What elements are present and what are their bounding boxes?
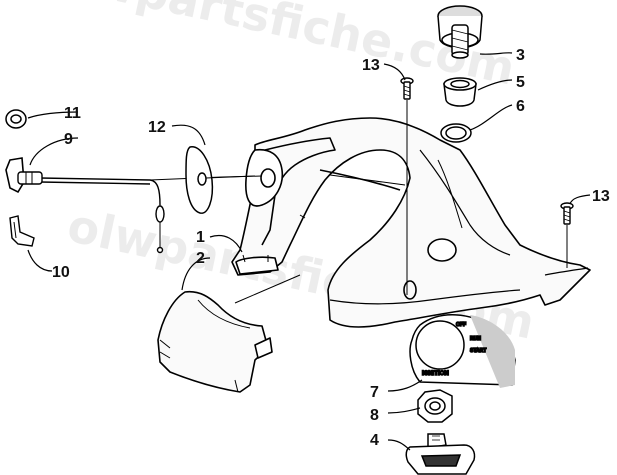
cable-clip [9, 215, 35, 247]
ignition-switch [437, 5, 483, 59]
callout-11: 11 [64, 105, 81, 122]
choke-cable [5, 157, 263, 254]
ignition-start-label: START [470, 348, 486, 354]
callout-8: 8 [370, 407, 379, 424]
mounting-nut [443, 77, 477, 107]
callout-curves [27, 52, 591, 451]
bezel [185, 146, 214, 214]
callout-9: 9 [64, 131, 73, 148]
ignition-key [405, 433, 476, 475]
callout-7: 7 [370, 384, 379, 401]
ignition-off-label: OFF [456, 322, 466, 328]
callout-4: 4 [370, 432, 379, 449]
screw-right [560, 202, 574, 225]
ignition-nut [417, 389, 453, 423]
leader-line [234, 274, 301, 304]
callout-12: 12 [148, 119, 166, 136]
callout-1: 1 [196, 229, 205, 246]
callout-13-right: 13 [592, 188, 610, 205]
callout-2: 2 [196, 250, 205, 267]
callout-10: 10 [52, 264, 70, 281]
console-housing [231, 117, 591, 328]
ignition-run-label: RUN [470, 336, 481, 342]
ignition-decal: IGNITION OFF RUN START [409, 314, 516, 388]
callouts: 1 2 3 4 5 6 7 8 9 10 11 12 13 13 [52, 47, 610, 449]
callout-5: 5 [516, 74, 525, 91]
ignition-label: IGNITION [422, 371, 449, 377]
bezel-leader [205, 175, 256, 179]
callout-3: 3 [516, 47, 525, 64]
screw-top [400, 77, 414, 100]
grommet [5, 109, 27, 129]
lock-washer [440, 123, 472, 143]
callout-6: 6 [516, 98, 525, 115]
lower-panel [157, 290, 273, 393]
callout-13-top: 13 [362, 57, 380, 74]
